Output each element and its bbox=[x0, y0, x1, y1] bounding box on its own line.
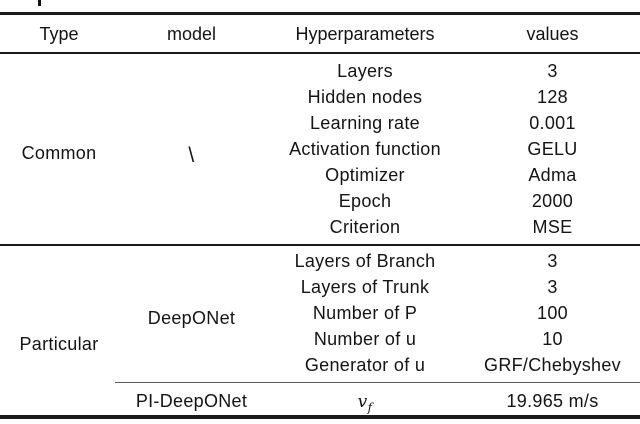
value-cell: 2000 bbox=[531, 191, 574, 211]
value-cell: 128 bbox=[537, 87, 568, 107]
table-row: Optimizer Adma bbox=[0, 162, 640, 188]
column-header-values: values bbox=[526, 24, 579, 44]
table-row: Learning rate 0.001 bbox=[0, 110, 640, 136]
table-row: Layers of Trunk 3 bbox=[0, 274, 640, 300]
caption-cutoff-fragment bbox=[38, 0, 41, 6]
hyperparameter-cell: Generator of u bbox=[304, 355, 426, 375]
table-bottom-rule bbox=[0, 415, 640, 419]
value-cell: 3 bbox=[547, 277, 558, 297]
model-label-pi-deeponet: PI-DeepONet bbox=[135, 391, 248, 411]
hyperparameter-cell: Criterion bbox=[329, 217, 401, 237]
value-cell: Adma bbox=[528, 165, 577, 185]
table-row: Epoch 2000 bbox=[0, 188, 640, 214]
table-top-rule bbox=[0, 12, 640, 15]
value-cell: GRF/Chebyshev bbox=[484, 355, 621, 375]
value-cell: 3 bbox=[547, 251, 558, 271]
table-row: Generator of u GRF/Chebyshev bbox=[0, 352, 640, 378]
table-row: Layers of Branch 3 bbox=[0, 248, 640, 274]
table-row: Number of u 10 bbox=[0, 326, 640, 352]
model-label-backslash: \ bbox=[188, 144, 195, 167]
hyperparameter-cell: Number of u bbox=[313, 329, 417, 349]
type-label-particular: Particular bbox=[19, 334, 99, 354]
section-divider-rule bbox=[0, 244, 640, 246]
column-header-hyperparameters: Hyperparameters bbox=[295, 24, 435, 44]
header-rule bbox=[0, 52, 640, 54]
value-cell: 3 bbox=[547, 61, 558, 81]
table-row: Activation function GELU bbox=[0, 136, 640, 162]
math-vf-base: v bbox=[357, 392, 368, 412]
value-cell: MSE bbox=[532, 217, 573, 237]
column-header-type: Type bbox=[39, 24, 79, 44]
type-label-common: Common bbox=[21, 143, 97, 163]
value-cell: 19.965 m/s bbox=[506, 391, 599, 411]
particular-deeponet-section: Layers of Branch 3 Layers of Trunk 3 Num… bbox=[0, 248, 640, 378]
value-cell: 0.001 bbox=[529, 113, 576, 133]
table-row: Layers 3 bbox=[0, 58, 640, 84]
hyperparameter-cell: Layers bbox=[337, 61, 393, 81]
table-row: Number of P 100 bbox=[0, 300, 640, 326]
hyperparameter-cell: Activation function bbox=[289, 139, 441, 159]
common-section: Layers 3 Hidden nodes 128 Learning rate … bbox=[0, 58, 640, 240]
table-row: Criterion MSE bbox=[0, 214, 640, 240]
hyperparameter-cell: Number of P bbox=[312, 303, 418, 323]
pi-deeponet-row: PI-DeepONet vf 19.965 m/s bbox=[0, 388, 640, 414]
hyperparameter-cell: Learning rate bbox=[310, 113, 420, 133]
math-vf-subscript: f bbox=[367, 400, 373, 415]
table-row: Hidden nodes 128 bbox=[0, 84, 640, 110]
column-header-model: model bbox=[166, 24, 217, 44]
hyperparameter-cell: Layers of Trunk bbox=[300, 277, 430, 297]
model-label-deeponet: DeepONet bbox=[147, 308, 236, 328]
hyperparameter-cell: Hidden nodes bbox=[307, 87, 423, 107]
hyperparameter-cell: Epoch bbox=[338, 191, 392, 211]
hyperparameter-cell: Layers of Branch bbox=[294, 251, 436, 271]
hyperparameter-cell-math: vf bbox=[265, 388, 465, 414]
value-cell: 100 bbox=[537, 303, 568, 323]
pi-deeponet-partial-rule bbox=[115, 382, 640, 384]
hyperparameter-cell: Optimizer bbox=[325, 165, 405, 185]
value-cell: GELU bbox=[527, 139, 578, 159]
value-cell: 10 bbox=[542, 329, 563, 349]
table-header-row: Type model Hyperparameters values bbox=[0, 16, 640, 52]
